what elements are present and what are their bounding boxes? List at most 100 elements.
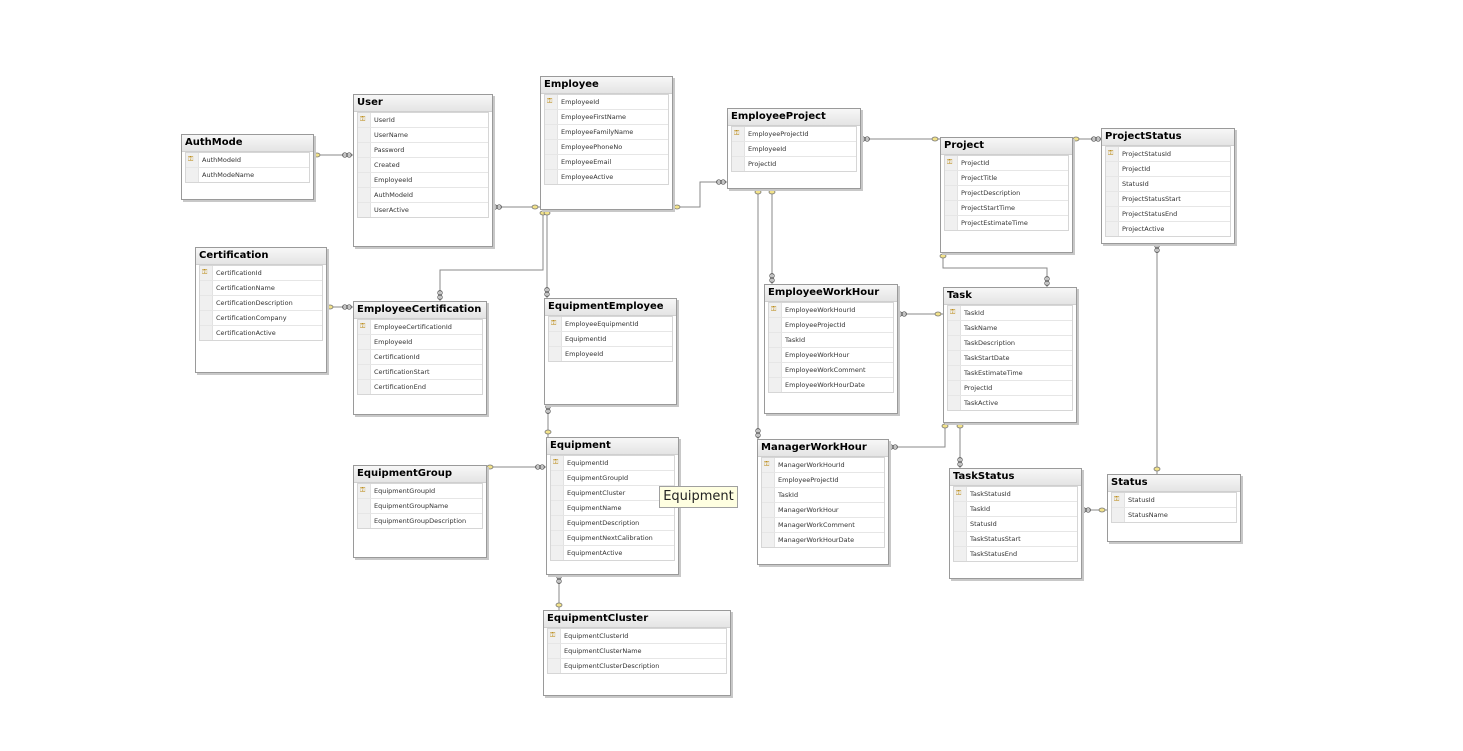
column-row[interactable]: ProjectEstimateTime	[945, 215, 1068, 230]
column-row[interactable]: ⚿EmployeeEquipmentId	[549, 316, 672, 331]
column-row[interactable]: TaskName	[948, 320, 1072, 335]
column-row[interactable]: ⚿TaskStatusId	[954, 486, 1077, 501]
column-row[interactable]: ProjectId	[948, 380, 1072, 395]
column-row[interactable]: StatusId	[954, 516, 1077, 531]
column-row[interactable]: ⚿StatusId	[1112, 492, 1236, 507]
column-row[interactable]: UserActive	[358, 202, 488, 217]
column-row[interactable]: EquipmentGroupDescription	[358, 513, 482, 528]
column-row[interactable]: EquipmentName	[551, 500, 674, 515]
column-row[interactable]: TaskId	[769, 332, 893, 347]
column-row[interactable]: ⚿CertificationId	[200, 265, 322, 280]
column-row[interactable]: ⚿EmployeeId	[545, 94, 668, 109]
column-row[interactable]: EmployeeProjectId	[769, 317, 893, 332]
column-row[interactable]: EmployeeId	[732, 141, 856, 156]
column-row[interactable]: AuthModeId	[358, 187, 488, 202]
column-row[interactable]: ProjectDescription	[945, 185, 1068, 200]
table-title[interactable]: EmployeeCertification	[354, 302, 486, 319]
table-title[interactable]: Status	[1108, 475, 1240, 492]
column-row[interactable]: ManagerWorkHourDate	[762, 532, 884, 547]
column-row[interactable]: TaskStatusStart	[954, 531, 1077, 546]
column-row[interactable]: ⚿AuthModeId	[186, 152, 309, 167]
column-row[interactable]: ProjectStatusEnd	[1106, 206, 1230, 221]
column-row[interactable]: ⚿ProjectId	[945, 155, 1068, 170]
table-title[interactable]: TaskStatus	[950, 469, 1081, 486]
table-employee-certification[interactable]: EmployeeCertification⚿EmployeeCertificat…	[353, 301, 487, 415]
column-row[interactable]: CertificationStart	[358, 364, 482, 379]
column-row[interactable]: StatusName	[1112, 507, 1236, 522]
column-row[interactable]: Password	[358, 142, 488, 157]
column-row[interactable]: ProjectId	[1106, 161, 1230, 176]
column-row[interactable]: CertificationEnd	[358, 379, 482, 394]
column-row[interactable]: EquipmentGroupName	[358, 498, 482, 513]
column-row[interactable]: EquipmentClusterName	[548, 643, 726, 658]
column-row[interactable]: EmployeeProjectId	[762, 472, 884, 487]
table-title[interactable]: EquipmentGroup	[354, 466, 486, 483]
column-row[interactable]: TaskEstimateTime	[948, 365, 1072, 380]
column-row[interactable]: EmployeePhoneNo	[545, 139, 668, 154]
column-row[interactable]: ⚿EmployeeCertificationId	[358, 319, 482, 334]
table-title[interactable]: ProjectStatus	[1102, 129, 1234, 146]
column-row[interactable]: EquipmentNextCalibration	[551, 530, 674, 545]
column-row[interactable]: TaskStartDate	[948, 350, 1072, 365]
table-title[interactable]: EquipmentEmployee	[545, 299, 676, 316]
column-row[interactable]: CertificationCompany	[200, 310, 322, 325]
column-row[interactable]: ⚿EquipmentId	[551, 455, 674, 470]
column-row[interactable]: ProjectActive	[1106, 221, 1230, 236]
column-row[interactable]: EquipmentCluster	[551, 485, 674, 500]
column-row[interactable]: ProjectStartTime	[945, 200, 1068, 215]
table-title[interactable]: User	[354, 95, 492, 112]
column-row[interactable]: CertificationDescription	[200, 295, 322, 310]
column-row[interactable]: EmployeeFamilyName	[545, 124, 668, 139]
column-row[interactable]: CertificationActive	[200, 325, 322, 340]
column-row[interactable]: EmployeeId	[358, 334, 482, 349]
column-row[interactable]: EquipmentGroupId	[551, 470, 674, 485]
table-title[interactable]: EquipmentCluster	[544, 611, 730, 628]
column-row[interactable]: ⚿ProjectStatusId	[1106, 146, 1230, 161]
column-row[interactable]: EquipmentClusterDescription	[548, 658, 726, 673]
column-row[interactable]: EmployeeId	[549, 346, 672, 361]
column-row[interactable]: ManagerWorkHour	[762, 502, 884, 517]
column-row[interactable]: ⚿TaskId	[948, 305, 1072, 320]
column-row[interactable]: EmployeeWorkHour	[769, 347, 893, 362]
column-row[interactable]: ⚿EmployeeProjectId	[732, 126, 856, 141]
column-row[interactable]: ProjectTitle	[945, 170, 1068, 185]
table-title[interactable]: EmployeeWorkHour	[765, 285, 897, 302]
column-row[interactable]: EmployeeFirstName	[545, 109, 668, 124]
column-row[interactable]: EquipmentActive	[551, 545, 674, 560]
table-title[interactable]: AuthMode	[182, 135, 313, 152]
column-row[interactable]: EmployeeWorkComment	[769, 362, 893, 377]
column-row[interactable]: TaskStatusEnd	[954, 546, 1077, 561]
column-row[interactable]: ManagerWorkComment	[762, 517, 884, 532]
table-title[interactable]: EmployeeProject	[728, 109, 860, 126]
column-row[interactable]: AuthModeName	[186, 167, 309, 182]
table-title[interactable]: Equipment	[547, 438, 678, 455]
column-row[interactable]: CertificationId	[358, 349, 482, 364]
column-row[interactable]: EquipmentDescription	[551, 515, 674, 530]
column-row[interactable]: UserName	[358, 127, 488, 142]
column-row[interactable]: ⚿UserId	[358, 112, 488, 127]
column-row[interactable]: Created	[358, 157, 488, 172]
column-row[interactable]: EmployeeEmail	[545, 154, 668, 169]
column-row[interactable]: StatusId	[1106, 176, 1230, 191]
column-row[interactable]: EmployeeActive	[545, 169, 668, 184]
column-row[interactable]: TaskId	[954, 501, 1077, 516]
column-row[interactable]: ⚿EquipmentGroupId	[358, 483, 482, 498]
column-row[interactable]: EmployeeId	[358, 172, 488, 187]
column-row[interactable]: TaskId	[762, 487, 884, 502]
column-row[interactable]: TaskDescription	[948, 335, 1072, 350]
table-title[interactable]: ManagerWorkHour	[758, 440, 888, 457]
